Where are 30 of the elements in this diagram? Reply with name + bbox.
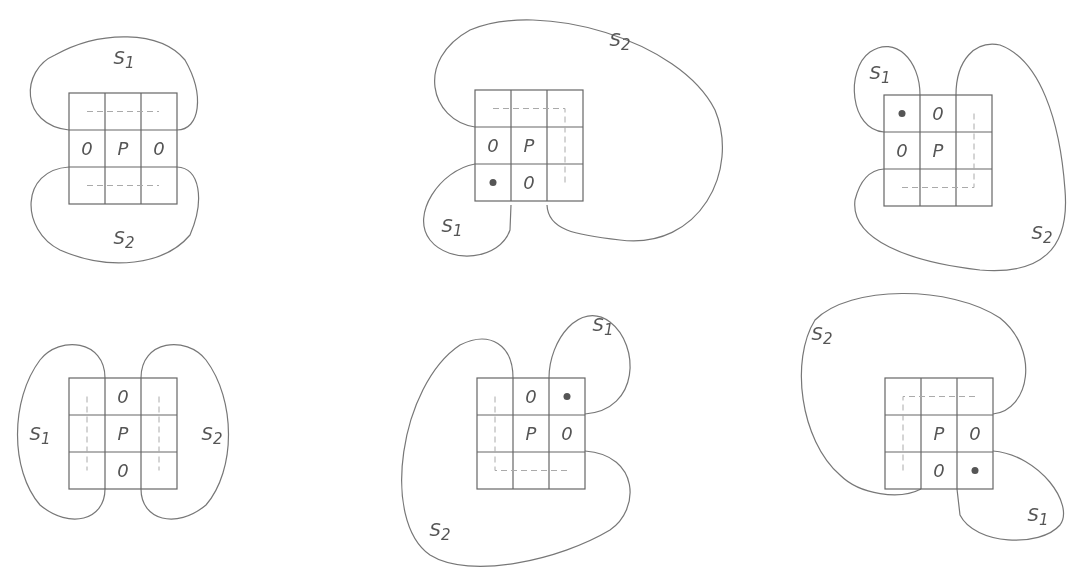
cell-label: P [933,424,945,443]
cell-label: P [523,136,535,155]
region-label: S$_{1}$ [441,216,463,240]
cell-label: 0 [932,104,944,123]
cell-label: P [932,141,944,160]
region-label: S$_{2}$ [201,424,223,448]
cell-label: 0 [969,424,981,443]
cell-label: 0 [153,139,165,158]
region-label: S$_{2}$ [113,228,135,252]
region-label: S$_{2}$ [609,30,631,54]
cell-label: 0 [117,461,129,480]
cell-label: 0 [523,173,535,192]
cell-label: 0 [487,136,499,155]
cell-label: 0 [561,424,573,443]
region-label: S$_{1}$ [869,63,891,87]
cell-label: P [117,139,129,158]
region-label: S$_{2}$ [1031,223,1053,247]
cell-label: 0 [933,461,945,480]
cell-label: P [117,424,129,443]
region-label: S$_{1}$ [1027,505,1049,529]
cell-label: 0 [525,387,537,406]
region-label: S$_{1}$ [29,424,51,448]
cell-label: 0 [81,139,93,158]
cell-label: 0 [117,387,129,406]
cell-label: 0 [896,141,908,160]
region-label: S$_{1}$ [113,48,135,72]
region-label: S$_{2}$ [429,520,451,544]
region-label: S$_{2}$ [811,324,833,348]
region-label: S$_{1}$ [592,315,614,339]
cell-label: P [525,424,537,443]
